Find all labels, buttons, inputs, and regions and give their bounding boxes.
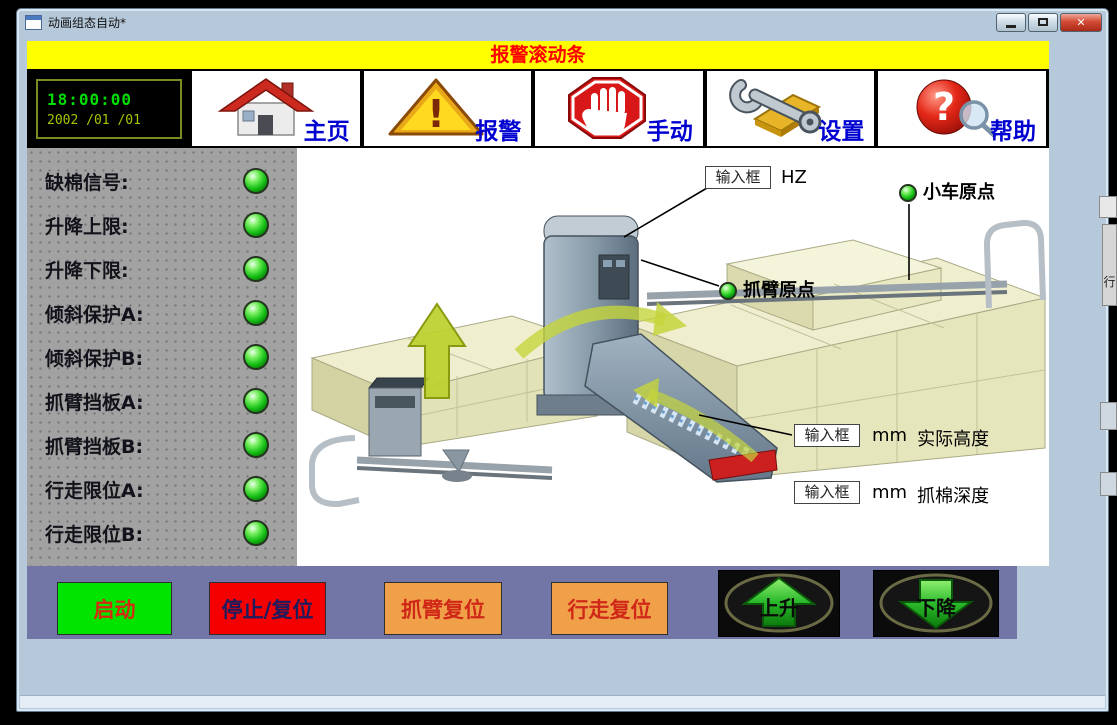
- background-window-text: 行: [1103, 275, 1116, 289]
- status-label: 升降下限:: [45, 259, 129, 282]
- status-row-travel-limit-a: 行走限位A:: [27, 474, 297, 504]
- background-window-fragment: [1099, 196, 1117, 218]
- toolbar-help-label: 帮助: [989, 119, 1036, 145]
- depth-unit: mm: [872, 482, 908, 503]
- depth-caption: 抓棉深度: [917, 486, 990, 507]
- status-row-lift-lower: 升降下限:: [27, 254, 297, 284]
- toolbar-settings-label: 设置: [818, 119, 865, 145]
- status-label: 抓臂挡板B:: [45, 435, 144, 458]
- grab-depth-input[interactable]: 输入框: [794, 481, 860, 504]
- svg-text:?: ?: [933, 85, 955, 129]
- status-label: 行走限位B:: [45, 523, 144, 546]
- app-icon: [25, 14, 42, 30]
- status-label: 抓臂挡板A:: [45, 391, 144, 414]
- settings-wrench-icon: [728, 79, 822, 137]
- status-label: 倾斜保护B:: [45, 347, 144, 370]
- stop-reset-button[interactable]: 停止/复位: [209, 582, 326, 635]
- status-led: [243, 256, 269, 282]
- status-led: [243, 344, 269, 370]
- cart-origin-led: [899, 184, 917, 202]
- raise-button-label: 上升: [759, 596, 799, 620]
- lower-button-label: 下降: [916, 596, 956, 620]
- toolbar-settings-button[interactable]: 设置: [706, 71, 875, 146]
- window-footer: [20, 695, 1105, 708]
- status-label: 倾斜保护A:: [45, 303, 144, 326]
- travel-reset-button[interactable]: 行走复位: [551, 582, 668, 635]
- status-row-arm-baffle-b: 抓臂挡板B:: [27, 430, 297, 460]
- raise-button[interactable]: 上升: [718, 570, 840, 637]
- grab-depth-caption: mm 抓棉深度: [872, 482, 989, 508]
- alarm-icon: !: [388, 78, 484, 136]
- maximize-button[interactable]: [1028, 12, 1058, 32]
- machine-view: 输入框 HZ 小车原点 抓臂原点 输入框 mm 实际高度 输入框 mm 抓棉深度: [297, 148, 1049, 566]
- status-led: [243, 476, 269, 502]
- background-window-fragment: [1100, 472, 1117, 496]
- toolbar-home-label: 主页: [303, 119, 350, 145]
- svg-text:!: !: [427, 92, 444, 136]
- arm-reset-button[interactable]: 抓臂复位: [384, 582, 502, 635]
- lower-button[interactable]: 下降: [873, 570, 999, 637]
- toolbar: 18:00:00 2002 /01 /01 主页 ! 报警: [27, 69, 1049, 148]
- home-icon: [217, 78, 315, 136]
- background-window-fragment: 行: [1102, 224, 1117, 306]
- up-arrow-icon: [724, 573, 834, 633]
- alarm-scroll-banner: 报警滚动条: [27, 41, 1049, 69]
- status-led: [243, 388, 269, 414]
- titlebar[interactable]: 动画组态自动* ✕: [17, 9, 1108, 35]
- actual-height-input[interactable]: 输入框: [794, 424, 860, 447]
- status-led: [243, 212, 269, 238]
- start-button[interactable]: 启动: [57, 582, 172, 635]
- background-window-fragment: [1100, 402, 1117, 430]
- toolbar-alarm-label: 报警: [475, 119, 522, 145]
- height-caption: 实际高度: [917, 429, 990, 450]
- toolbar-help-button[interactable]: ? 帮助: [878, 71, 1046, 146]
- clock-date: 2002 /01 /01: [47, 112, 141, 128]
- status-label: 升降上限:: [45, 215, 129, 238]
- status-row-tilt-a: 倾斜保护A:: [27, 298, 297, 328]
- status-row-arm-baffle-a: 抓臂挡板A:: [27, 386, 297, 416]
- status-row-travel-limit-b: 行走限位B:: [27, 518, 297, 548]
- down-arrow-icon: [879, 573, 993, 633]
- status-row-cotton-signal: 缺棉信号:: [27, 166, 297, 196]
- status-row-tilt-b: 倾斜保护B:: [27, 342, 297, 372]
- arm-origin-label: 抓臂原点: [743, 280, 815, 301]
- status-led: [243, 168, 269, 194]
- frequency-unit-label: HZ: [781, 167, 807, 188]
- minimize-icon: [1006, 24, 1016, 28]
- close-button[interactable]: ✕: [1060, 12, 1102, 32]
- toolbar-alarm-button[interactable]: ! 报警: [363, 71, 532, 146]
- control-bar: 启动 停止/复位 抓臂复位 行走复位 上升: [27, 566, 1017, 639]
- arm-origin-led: [719, 282, 737, 300]
- frequency-input[interactable]: 输入框: [705, 166, 771, 189]
- status-led: [243, 300, 269, 326]
- clock-cell: 18:00:00 2002 /01 /01: [30, 71, 188, 146]
- status-label: 缺棉信号:: [45, 171, 129, 194]
- window-title: 动画组态自动*: [48, 15, 127, 30]
- toolbar-home-button[interactable]: 主页: [192, 71, 360, 146]
- clock-time: 18:00:00: [47, 89, 133, 109]
- clock-display: 18:00:00 2002 /01 /01: [36, 78, 182, 139]
- height-unit: mm: [872, 425, 908, 446]
- toolbar-manual-button[interactable]: 手动: [535, 71, 703, 146]
- toolbar-manual-label: 手动: [646, 119, 693, 145]
- manual-stop-icon: [568, 77, 647, 139]
- status-led: [243, 432, 269, 458]
- minimize-button[interactable]: [996, 12, 1026, 32]
- status-led: [243, 520, 269, 546]
- cart-origin-label: 小车原点: [923, 182, 995, 203]
- status-row-lift-upper: 升降上限:: [27, 210, 297, 240]
- status-label: 行走限位A:: [45, 479, 144, 502]
- app-window: 动画组态自动* ✕ 报警滚动条 18:00:00 2002 /01 /01 主页: [16, 8, 1109, 712]
- status-panel: 缺棉信号: 升降上限: 升降下限: 倾斜保护A: 倾斜保护B: 抓臂挡板A: 抓…: [27, 148, 297, 566]
- actual-height-caption: mm 实际高度: [872, 425, 989, 451]
- help-icon: ?: [916, 79, 997, 138]
- maximize-icon: [1038, 18, 1048, 26]
